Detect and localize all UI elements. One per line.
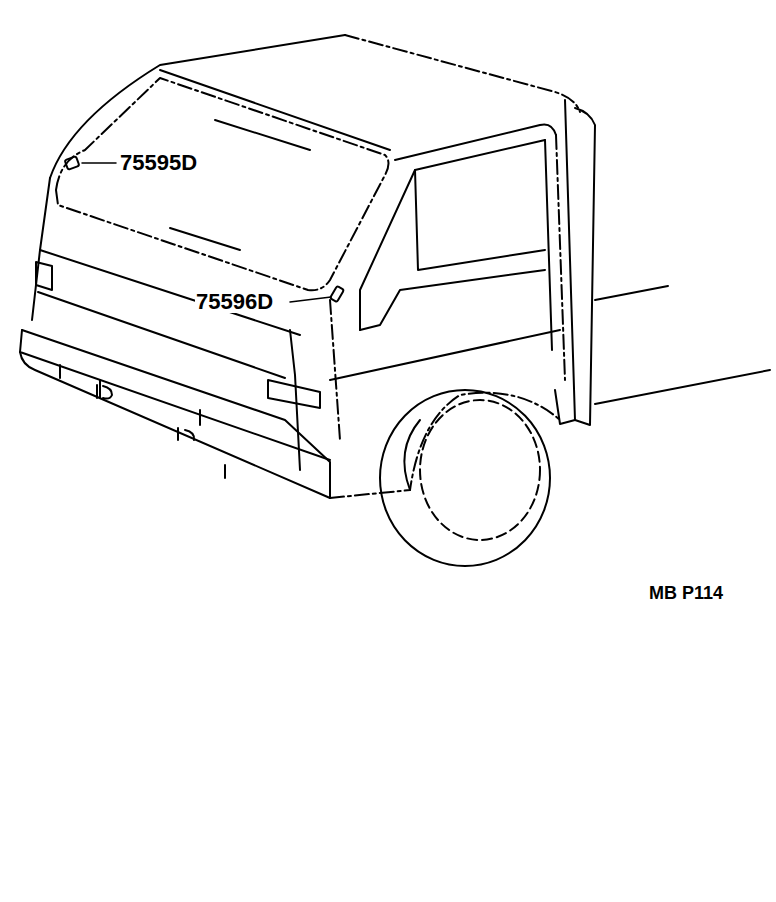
page-reference: MB P114: [648, 584, 724, 602]
part-number: 75595D: [119, 152, 198, 174]
part-number: 75596D: [195, 291, 274, 313]
